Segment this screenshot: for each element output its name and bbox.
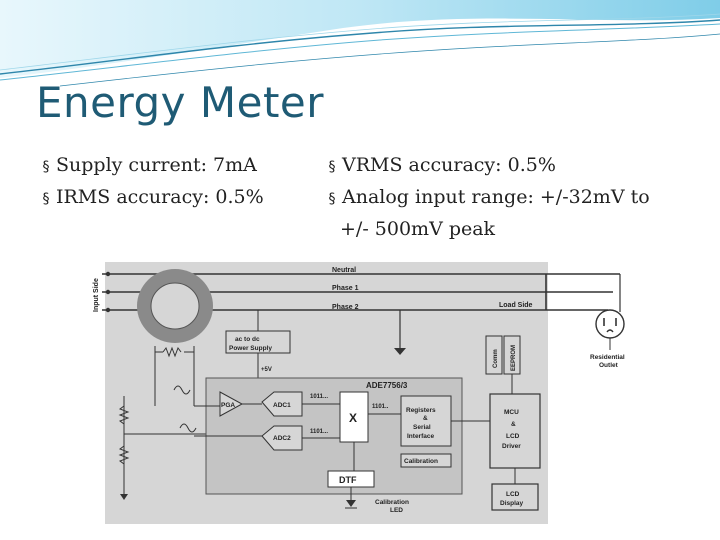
slide-title: Energy Meter xyxy=(36,78,325,127)
load-side-label: Load Side xyxy=(499,302,533,309)
right-bullet-list: § VRMS accuracy: 0.5% § Analog input range… xyxy=(322,150,650,244)
lcd-display-label-2: Display xyxy=(500,500,524,507)
bullet-text: Supply current: 7mA xyxy=(56,154,257,176)
lcd-display-block xyxy=(491,483,539,511)
pga-label: PGA xyxy=(221,402,235,409)
calibration-led-icon xyxy=(346,500,356,507)
cal-led-label-2: LED xyxy=(390,507,403,514)
bullet-item: § IRMS accuracy: 0.5% xyxy=(36,182,264,214)
mcu-block xyxy=(489,393,541,469)
calibration-block xyxy=(400,453,452,468)
bullet-item: § Supply current: 7mA xyxy=(36,150,264,182)
left-bullet-list: § Supply current: 7mA § IRMS accuracy: 0.5… xyxy=(36,150,264,214)
chip-label: ADE7756/3 xyxy=(366,381,408,390)
serial-label: Serial xyxy=(413,424,431,431)
lcd-display-label: LCD xyxy=(506,491,520,498)
cal-led-label: Calibration xyxy=(375,499,409,506)
eeprom-label: EEPROM xyxy=(511,345,517,371)
bullet-marker: § xyxy=(42,159,50,175)
bullet-continuation: +/- 500mV peak xyxy=(340,218,496,240)
bullet-marker: § xyxy=(328,159,336,175)
bullet-item: § Analog input range: +/-32mV to xyxy=(322,182,650,214)
comm-label: Comm xyxy=(493,349,499,368)
adc2-label: ADC2 xyxy=(273,435,291,442)
multiplier-block xyxy=(339,391,369,443)
neutral-label: Neutral xyxy=(332,267,356,274)
divider-resistor-top xyxy=(118,405,130,425)
burden-resistor xyxy=(162,346,182,358)
bits-label-1: 1011... xyxy=(310,394,328,400)
lcd-driver-label-2: Driver xyxy=(502,443,521,450)
sine-icon xyxy=(173,385,191,395)
phase2-label: Phase 2 xyxy=(332,304,359,311)
sine-icon xyxy=(179,423,197,433)
divider-resistor-bottom xyxy=(118,445,130,465)
residential-outlet-icon xyxy=(595,309,625,339)
comm-block xyxy=(485,335,503,375)
interface-label: Interface xyxy=(407,433,434,440)
lcd-driver-label: LCD xyxy=(506,433,520,440)
power-supply-label-2: Power Supply xyxy=(229,345,272,352)
bullet-item: § VRMS accuracy: 0.5% xyxy=(322,150,650,182)
bullet-text: VRMS accuracy: 0.5% xyxy=(342,154,556,176)
plus5v-label: +5V xyxy=(261,367,272,373)
bullet-text: IRMS accuracy: 0.5% xyxy=(56,186,264,208)
registers-block xyxy=(400,395,452,447)
bullet-marker: § xyxy=(328,191,336,207)
multiplier-symbol: X xyxy=(349,411,357,425)
mcu-label: MCU xyxy=(504,409,519,416)
registers-label: Registers xyxy=(406,407,436,414)
bullet-marker: § xyxy=(42,191,50,207)
outlet-label-2: Outlet xyxy=(599,362,619,369)
calibration-label: Calibration xyxy=(404,458,438,465)
header-wave-decoration xyxy=(0,0,720,87)
energy-meter-block-diagram: Input Side Neutral Phase 1 Phase 2 Load … xyxy=(93,262,625,524)
input-side-label: Input Side xyxy=(93,278,100,312)
dtf-label: DTF xyxy=(339,475,357,485)
bits-label-3: 1101.. xyxy=(372,404,389,410)
registers-amp: & xyxy=(423,415,428,422)
phase1-label: Phase 1 xyxy=(332,285,359,292)
mcu-amp: & xyxy=(511,421,516,428)
power-supply-label: ac to dc xyxy=(235,336,260,343)
outlet-label: Residential xyxy=(590,354,625,361)
bits-label-2: 1101... xyxy=(310,429,328,435)
pga-amplifier xyxy=(219,391,244,417)
bullet-text: Analog input range: +/-32mV to xyxy=(342,186,650,208)
adc1-label: ADC1 xyxy=(273,402,291,409)
